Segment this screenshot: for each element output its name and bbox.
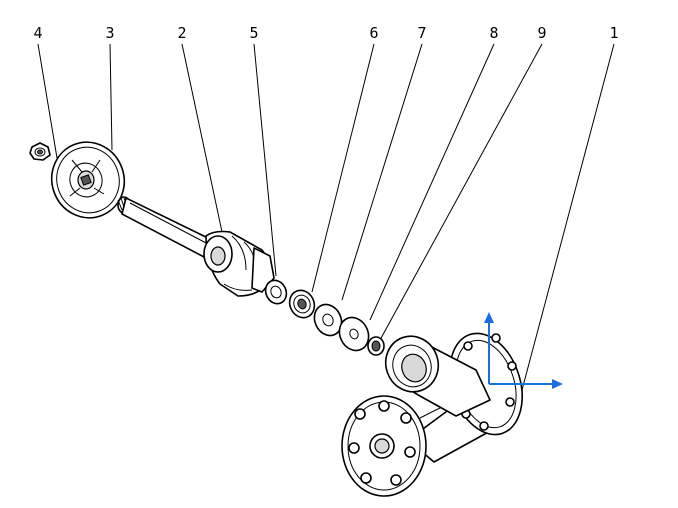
part-3-handwheel <box>50 141 126 219</box>
leader-6 <box>311 43 375 293</box>
part-2-stem-bonnet <box>117 196 275 297</box>
part-5-washer <box>264 279 288 305</box>
part-6-bushing <box>288 289 316 319</box>
leader-2 <box>181 43 223 233</box>
callout-7: 7 <box>417 24 426 42</box>
leader-lines <box>37 43 615 391</box>
callout-3: 3 <box>105 24 114 42</box>
callout-4: 4 <box>33 24 42 42</box>
leader-5 <box>253 43 277 277</box>
leader-8 <box>369 43 495 321</box>
leader-4 <box>37 43 58 159</box>
callout-labels: 4 3 2 5 6 7 8 9 1 <box>33 24 618 42</box>
callout-5: 5 <box>249 24 258 42</box>
coordinate-axes-icon <box>484 312 563 389</box>
callout-6: 6 <box>369 24 378 42</box>
callout-9: 9 <box>537 24 546 42</box>
part-8-gasket <box>338 316 370 352</box>
part-9-seat-nut <box>367 336 385 356</box>
leader-1 <box>521 43 615 391</box>
part-7-packing-washer <box>313 303 343 337</box>
callout-2: 2 <box>177 24 186 42</box>
callout-1: 1 <box>609 24 618 42</box>
axis-horizontal-arrowhead <box>552 379 563 389</box>
callout-8: 8 <box>489 24 498 42</box>
leader-9 <box>379 43 543 341</box>
leader-7 <box>341 43 423 301</box>
part-4-hex-nut <box>29 142 51 161</box>
part-1-valve-body <box>341 332 523 497</box>
axis-vertical-arrowhead <box>484 312 494 323</box>
leader-3 <box>109 43 113 151</box>
